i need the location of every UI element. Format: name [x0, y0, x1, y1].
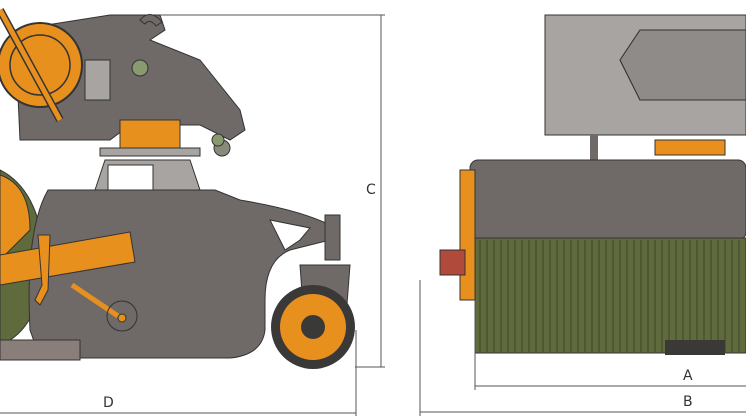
side-view [0, 8, 355, 369]
hitch-hook [139, 14, 163, 27]
brush-front [474, 237, 746, 354]
brush-hood [469, 159, 746, 241]
caster-post [324, 214, 341, 261]
side-beam [0, 231, 136, 286]
dimension-a-label: A [683, 368, 693, 384]
mount-plate [119, 119, 181, 151]
dimension-d-label: D [103, 395, 114, 411]
dimension-c-label: C [366, 182, 376, 198]
dimension-b-label: B [683, 394, 693, 410]
dimension-lines [0, 14, 746, 416]
mount-plate-front [654, 139, 726, 156]
front-view [439, 14, 746, 355]
